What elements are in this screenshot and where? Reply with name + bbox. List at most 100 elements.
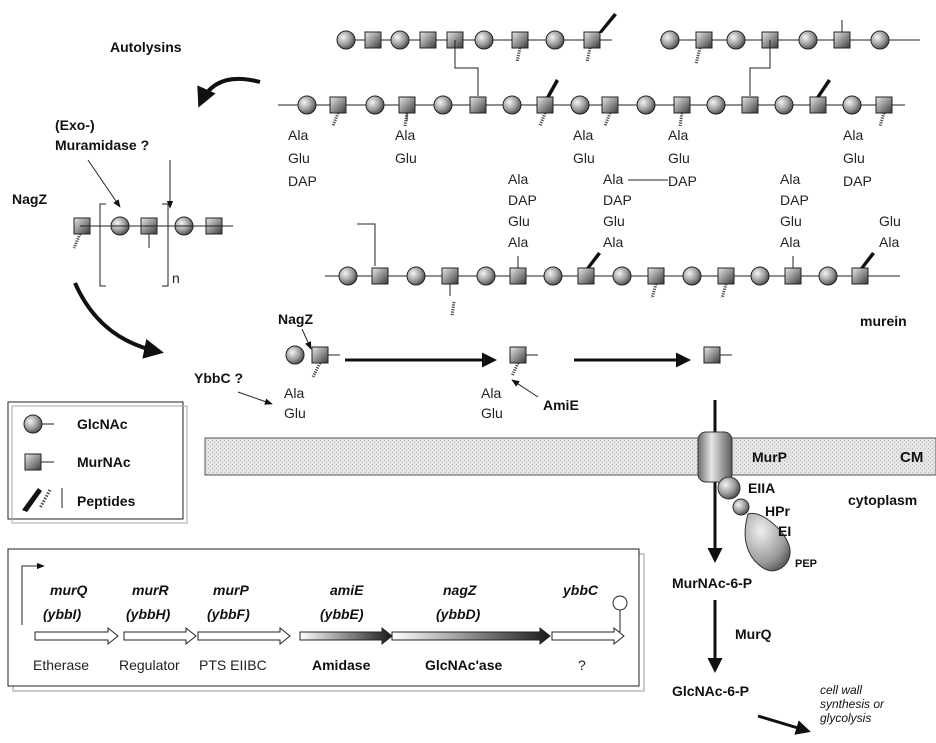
glcnac-unit <box>661 31 679 49</box>
amie-arrow <box>512 380 538 397</box>
peptide-wedge <box>546 79 559 97</box>
peptide-text: Glu <box>573 150 595 166</box>
peptide-text: Ala <box>284 385 304 401</box>
peptide-text: DAP <box>843 173 872 189</box>
murp-transporter <box>698 432 732 482</box>
gene-name: ybbC <box>562 582 599 598</box>
repeat-subscript: n <box>172 270 180 286</box>
operon-box: murQ (ybbI) Etherase murR (ybbH) Regulat… <box>8 549 644 691</box>
fate-line-2: synthesis or <box>820 697 885 711</box>
peptide-text: Glu <box>879 213 901 229</box>
gene-alias: (ybbE) <box>320 606 364 622</box>
peptide-stem <box>880 113 884 126</box>
glcnac-unit <box>503 96 521 114</box>
legend-peptides-label: Peptides <box>77 493 136 509</box>
peptide-text: Ala <box>288 127 308 143</box>
gene-function: Regulator <box>119 657 180 673</box>
peptide-stem <box>652 284 656 298</box>
peptide-text: Glu <box>481 405 503 421</box>
cytoplasmic-membrane <box>205 438 936 475</box>
murnac-unit <box>399 97 415 113</box>
peptide-wedge <box>598 13 617 33</box>
ybbc-label: YbbC ? <box>194 370 243 386</box>
peptide-wedge <box>860 252 875 268</box>
murein-label: murein <box>860 313 907 329</box>
peptide-text: Ala <box>668 127 688 143</box>
glcnac-icon <box>24 415 42 433</box>
murnac-unit <box>876 97 892 113</box>
legend: GlcNAc MurNAc Peptides <box>8 402 187 523</box>
nagz-left-label: NagZ <box>12 191 47 207</box>
murnac-unit <box>510 347 526 363</box>
glcnac6p-label: GlcNAc-6-P <box>672 683 749 699</box>
gene-alias: (ybbI) <box>43 606 81 622</box>
peptide-text: Ala <box>603 171 623 187</box>
glcnac-unit <box>477 267 495 285</box>
gene-name: murR <box>132 582 169 598</box>
crosslinks <box>357 40 770 266</box>
fate-line-3: glycolysis <box>820 711 871 725</box>
murnac-unit <box>602 97 618 113</box>
peptide-stem <box>540 113 545 126</box>
peptide-text: Glu <box>603 213 625 229</box>
fate-arrow <box>758 716 808 731</box>
glcnac-unit <box>339 267 357 285</box>
peptide-wedge <box>816 79 831 97</box>
hpr-label: HPr <box>765 503 790 519</box>
nagz-mid-label: NagZ <box>278 311 313 327</box>
murnac-unit <box>312 347 328 363</box>
murnac-unit <box>810 97 826 113</box>
glcnac-unit <box>819 267 837 285</box>
nagz-arrow <box>75 283 160 352</box>
murnac-unit <box>648 268 664 284</box>
murnac-unit <box>704 347 720 363</box>
murnac-unit <box>510 268 526 284</box>
peptide-stem <box>680 113 682 126</box>
autolysins-arrow <box>200 79 260 104</box>
glcnac-unit <box>337 31 355 49</box>
autolysins-label: Autolysins <box>110 39 182 55</box>
peptide-text: Glu <box>668 150 690 166</box>
glcnac-unit <box>434 96 452 114</box>
peptide-text: Glu <box>395 150 417 166</box>
glcnac-unit <box>843 96 861 114</box>
peptide-stem <box>605 113 610 126</box>
glcnac-unit <box>871 31 889 49</box>
amie-label: AmiE <box>543 397 579 413</box>
murnac-unit <box>420 32 436 48</box>
cm-label: CM <box>900 449 923 466</box>
peptide-stem <box>722 284 726 298</box>
glcnac-unit <box>707 96 725 114</box>
gene-name: murQ <box>50 582 87 598</box>
peptide-text: Ala <box>395 127 415 143</box>
gene-name: murP <box>213 582 249 598</box>
peptide-stem <box>333 113 338 126</box>
peptide-text: Glu <box>843 150 865 166</box>
glcnac-unit <box>286 346 304 364</box>
peptide-text: DAP <box>288 173 317 189</box>
murnac-unit <box>718 268 734 284</box>
murnac-unit <box>470 97 486 113</box>
peptide-text: Ala <box>508 171 528 187</box>
gene-function: Etherase <box>33 657 89 673</box>
eiia-protein <box>718 477 740 499</box>
murnac-unit <box>674 97 690 113</box>
peptide-text: DAP <box>603 192 632 208</box>
murnac-unit <box>834 32 850 48</box>
murnac-unit <box>512 32 528 48</box>
murnac-icon <box>25 454 41 470</box>
gene-function: Amidase <box>312 657 371 673</box>
peptide-stem <box>452 302 454 316</box>
peptide-text: Ala <box>879 234 899 250</box>
glcnac-unit <box>613 267 631 285</box>
peptide-text: Ala <box>780 171 800 187</box>
disaccharide-fragment: n <box>80 204 233 286</box>
glcnac-unit <box>546 31 564 49</box>
murnac-unit <box>578 268 594 284</box>
pep-label: PEP <box>795 558 817 570</box>
legend-glcnac-label: GlcNAc <box>77 416 128 432</box>
glcnac-unit <box>475 31 493 49</box>
peptide-text: Ala <box>780 234 800 250</box>
murnac-unit <box>330 97 346 113</box>
muramidase-arrow-1 <box>88 160 120 207</box>
